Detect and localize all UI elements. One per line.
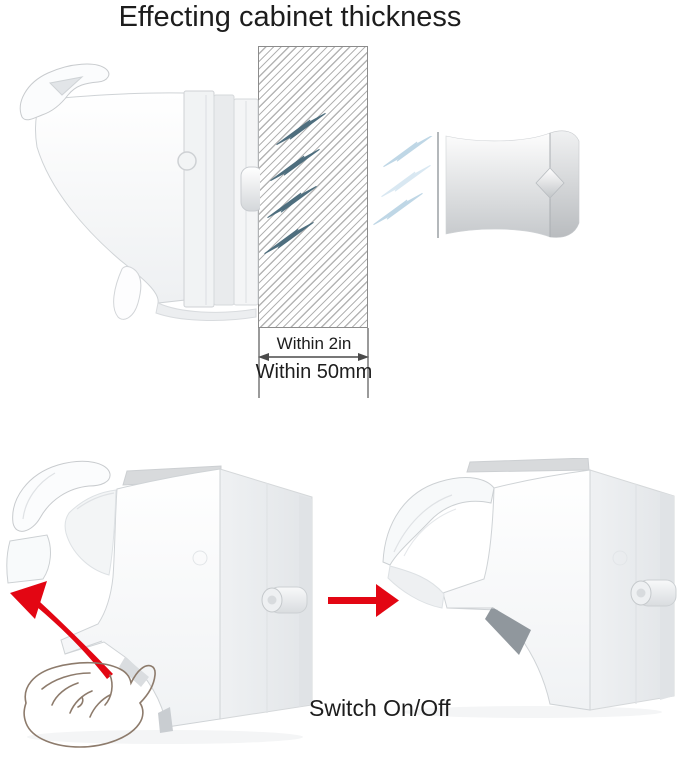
lock-open-illustration (6, 460, 313, 744)
dimension-label-inches: Within 2in (276, 334, 352, 353)
switch-caption: Switch On/Off (309, 695, 451, 721)
lock-closed-illustration (382, 458, 677, 718)
lock-body (35, 90, 260, 321)
latch-opening-shadow (485, 607, 531, 655)
lock-latch-hook-icon (19, 63, 110, 121)
floor-reflection (27, 730, 303, 744)
hand-pressing-latch-icon (23, 661, 156, 748)
raised-latch-icon (6, 460, 111, 584)
lock-knob-icon (240, 166, 260, 212)
magnetic-key-icon (437, 130, 580, 238)
magnetic-field-bolts-dark-icon (263, 112, 329, 255)
page-title: Effecting cabinet thickness (118, 1, 462, 33)
key-diamond-emboss-icon (535, 167, 565, 199)
right-red-arrow-icon (328, 584, 399, 617)
curved-red-arrow-icon (10, 581, 113, 679)
lock-closed-body (382, 458, 677, 711)
key-body (445, 130, 580, 238)
dimension-double-arrow (258, 353, 369, 361)
cabinet-wall-cross-section (258, 46, 368, 328)
hood-arch-icon (382, 477, 495, 609)
magnetic-field-bolts-light-icon (370, 136, 436, 226)
magnetic-lock-side-view-icon (19, 63, 260, 321)
dimension-extension-line-left (258, 328, 260, 398)
dimension-extension-line-right (367, 328, 369, 398)
screw-dimple-icon (177, 151, 197, 171)
lock-open-body (60, 465, 313, 733)
dimension-label-millimeters: Within 50mm (255, 361, 373, 383)
